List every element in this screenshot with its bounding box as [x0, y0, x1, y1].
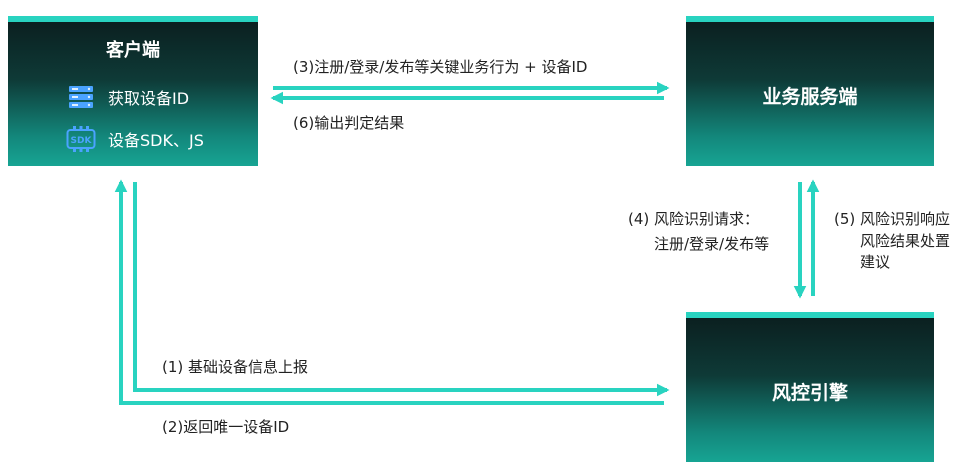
device-sdk-item: SDK 设备SDK、JS — [66, 126, 204, 152]
device-sdk-label: 设备SDK、JS — [108, 131, 204, 150]
svg-text:SDK: SDK — [71, 136, 93, 146]
server-icon — [66, 84, 96, 110]
risk-engine-box: 风控引擎 — [686, 312, 934, 462]
arrow-step-2 — [114, 179, 664, 405]
step-3-label: (3)注册/登录/发布等关键业务行为 + 设备ID — [293, 58, 588, 76]
step-4-label-line1: (4) 风险识别请求： — [628, 210, 760, 228]
step-2-label: (2)返回唯一设备ID — [162, 418, 290, 436]
business-server-box: 业务服务端 — [686, 16, 934, 166]
client-title: 客户端 — [106, 40, 160, 61]
client-box: 客户端 获取设备ID — [8, 16, 258, 166]
get-device-id-item: 获取设备ID — [66, 84, 189, 110]
step-6-label: (6)输出判定结果 — [293, 114, 405, 132]
sdk-icon: SDK — [66, 126, 96, 152]
step-1-label: (1) 基础设备信息上报 — [162, 358, 309, 376]
step-4-label-line2: 注册/登录/发布等 — [654, 235, 770, 253]
step-5-label-line2: 风险结果处置 — [860, 232, 951, 250]
business-server-title: 业务服务端 — [762, 86, 858, 108]
step-5-label-line3: 建议 — [860, 253, 891, 271]
step-5-label-line1: (5) 风险识别响应 — [834, 210, 951, 228]
arrow-step-1 — [133, 182, 670, 397]
get-device-id-label: 获取设备ID — [108, 89, 190, 108]
risk-engine-title: 风控引擎 — [771, 382, 848, 404]
